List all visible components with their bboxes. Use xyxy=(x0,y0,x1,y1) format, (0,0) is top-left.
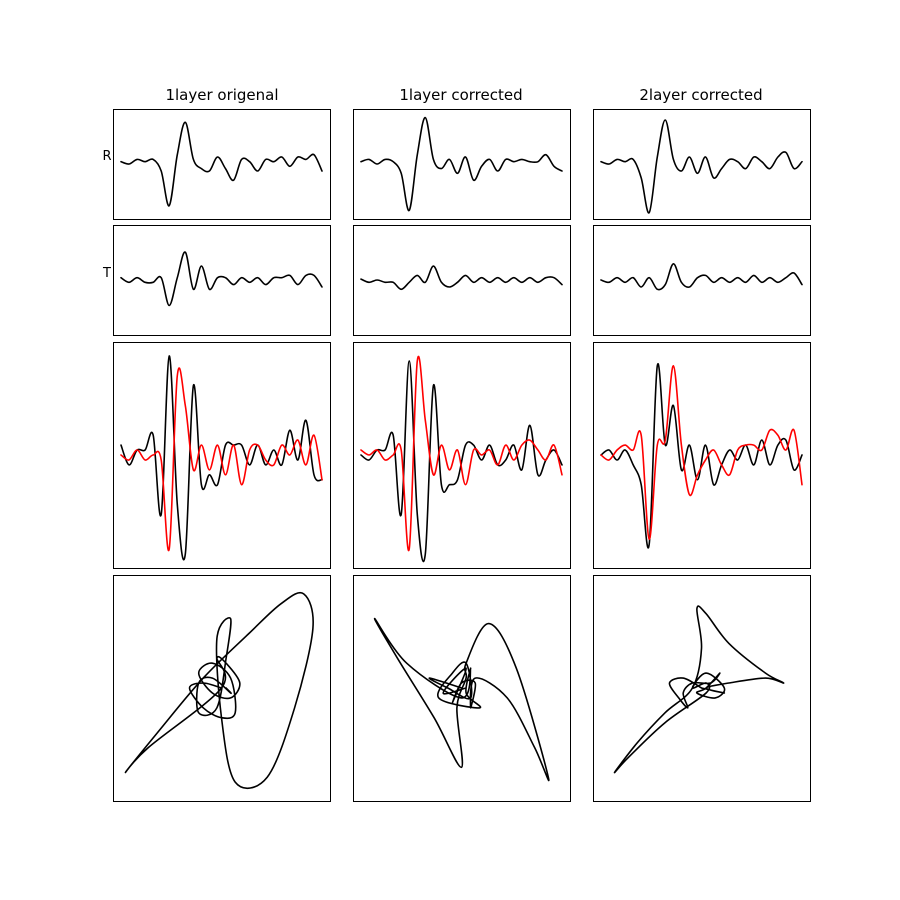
panel-T-1layer-origenal xyxy=(113,225,331,336)
black-trace-line xyxy=(600,362,803,549)
red-trace-line xyxy=(600,364,803,541)
panel-frame xyxy=(113,342,331,569)
black-trace-line xyxy=(120,121,323,207)
panel-R-1layer-corrected xyxy=(353,109,571,220)
red-trace-line xyxy=(360,355,563,552)
panel-hodogram-1layer-corrected xyxy=(353,575,571,802)
panel-R-1layer-origenal xyxy=(113,109,331,220)
black-trace-line xyxy=(373,617,550,782)
panel-overlay-1layer-origenal xyxy=(113,342,331,569)
black-trace-line xyxy=(613,605,785,774)
panel-hodogram-1layer-origenal xyxy=(113,575,331,802)
column-title-3: 2layer corrected xyxy=(639,86,762,104)
column-title-1: 1layer origenal xyxy=(165,86,278,104)
panel-frame xyxy=(353,225,571,336)
panel-T-1layer-corrected xyxy=(353,225,571,336)
black-trace-line xyxy=(124,591,314,789)
panel-grid xyxy=(113,109,811,802)
row-label-t: T xyxy=(102,266,111,281)
panel-hodogram-2layer-corrected xyxy=(593,575,811,802)
red-trace-line xyxy=(120,367,323,552)
row-label-r: R xyxy=(102,149,111,164)
panel-overlay-2layer-corrected xyxy=(593,342,811,569)
panel-overlay-1layer-corrected xyxy=(353,342,571,569)
panel-T-2layer-corrected xyxy=(593,225,811,336)
column-title-2: 1layer corrected xyxy=(399,86,522,104)
black-trace-line xyxy=(120,355,323,561)
panel-frame xyxy=(593,225,811,336)
black-trace-line xyxy=(600,263,803,291)
black-trace-line xyxy=(120,251,323,307)
panel-R-2layer-corrected xyxy=(593,109,811,220)
black-trace-line xyxy=(360,265,563,291)
black-trace-line xyxy=(360,360,563,563)
panel-frame xyxy=(113,109,331,220)
panel-frame xyxy=(113,225,331,336)
black-trace-line xyxy=(360,116,563,212)
black-trace-line xyxy=(600,119,803,214)
